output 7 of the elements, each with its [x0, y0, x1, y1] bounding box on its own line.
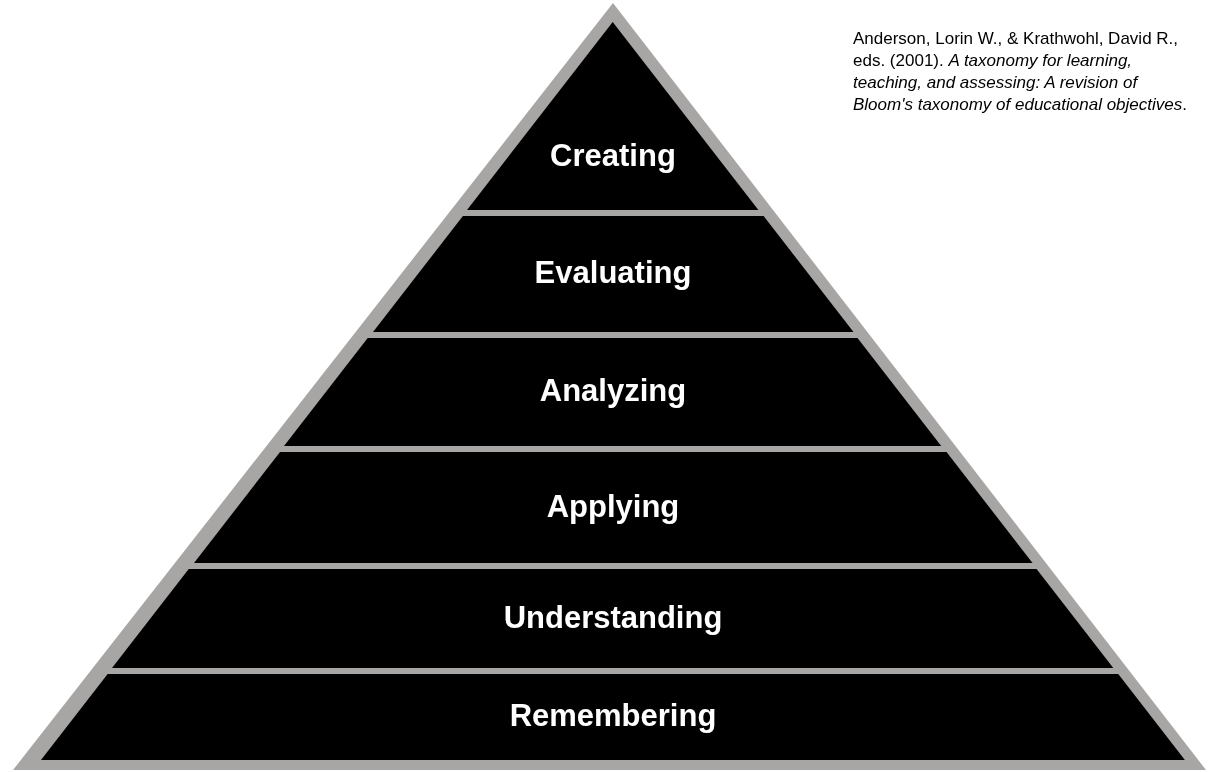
level-label: Creating — [550, 138, 676, 175]
level-label: Understanding — [503, 599, 723, 636]
citation-text: Anderson, Lorin W., & Krathwohl, David R., eds. (2001). A taxonomy for learning, teaching, and assessing: A revision of Bloom's taxonomy of educational objectives. — [853, 28, 1188, 116]
level-label: Remembering — [509, 698, 717, 734]
level-label: Evaluating — [534, 255, 692, 291]
level-label: Applying — [546, 488, 680, 525]
level-label: Analyzing — [539, 373, 687, 409]
